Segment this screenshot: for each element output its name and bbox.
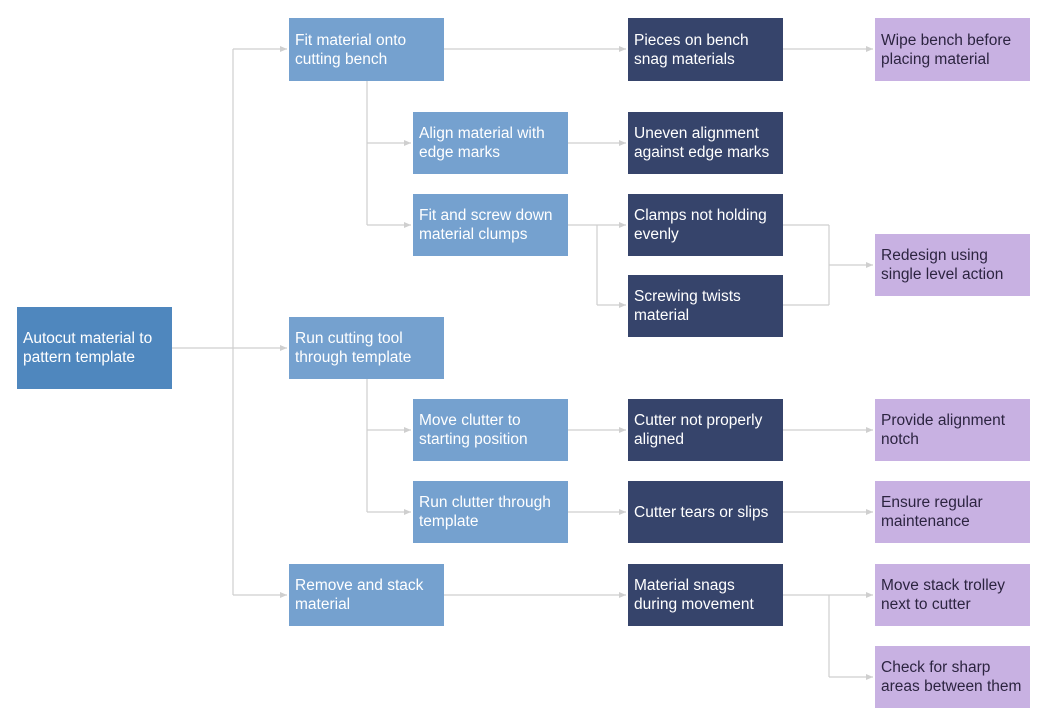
issue-material-snags: Material snags during movement [628, 564, 783, 626]
step-label: Fit material onto cutting bench [295, 31, 407, 68]
step-fit-material: Fit material onto cutting bench [289, 18, 444, 81]
issue-label: Clamps not holding evenly [634, 207, 767, 243]
substep-label: Align material with edge marks [419, 125, 545, 161]
issue-label: Pieces on bench snag materials [634, 31, 749, 68]
issue-uneven-alignment: Uneven alignment against edge marks [628, 112, 783, 174]
root-label: Autocut material to pattern template [23, 330, 153, 366]
step-remove-and-stack: Remove and stack material [289, 564, 444, 626]
step-label: Run cutting tool through template [295, 330, 412, 366]
fix-label: Move stack trolley next to cutter [881, 577, 1006, 613]
fix-redesign: Redesign using single level action [875, 234, 1030, 296]
step-run-cutting-tool: Run cutting tool through template [289, 317, 444, 379]
issue-clamps-not-holding: Clamps not holding evenly [628, 194, 783, 256]
fix-move-trolley: Move stack trolley next to cutter [875, 564, 1030, 626]
issue-label: Material snags during movement [634, 577, 754, 613]
fix-alignment-notch: Provide alignment notch [875, 399, 1030, 461]
issue-cutter-not-aligned: Cutter not properly aligned [628, 399, 783, 461]
issue-screwing-twists: Screwing twists material [628, 275, 783, 337]
substep-move-clutter: Move clutter to starting position [413, 399, 568, 461]
substep-label: Fit and screw down material clumps [419, 207, 553, 243]
substep-fit-and-screw: Fit and screw down material clumps [413, 194, 568, 256]
fix-wipe-bench: Wipe bench before placing material [875, 18, 1030, 81]
fix-label: Redesign using single level action [881, 247, 1004, 283]
fix-regular-maintenance: Ensure regular maintenance [875, 481, 1030, 543]
issue-pieces-on-bench: Pieces on bench snag materials [628, 18, 783, 81]
substep-align-material: Align material with edge marks [413, 112, 568, 174]
issue-label: Cutter tears or slips [634, 503, 769, 521]
root-node: Autocut material to pattern template [17, 307, 172, 389]
fix-label: Wipe bench before placing material [881, 31, 1012, 68]
substep-label: Move clutter to starting position [419, 412, 528, 448]
issue-label: Cutter not properly aligned [634, 412, 763, 448]
fix-check-sharp-areas: Check for sharp areas between them [875, 646, 1030, 708]
fix-label: Provide alignment notch [881, 412, 1006, 448]
issue-cutter-tears: Cutter tears or slips [628, 481, 783, 543]
step-label: Remove and stack material [295, 577, 424, 613]
substep-label: Run clutter through template [419, 494, 551, 530]
fix-label: Check for sharp areas between them [881, 659, 1022, 695]
issue-label: Uneven alignment against edge marks [634, 125, 770, 161]
substep-run-clutter: Run clutter through template [413, 481, 568, 543]
fix-label: Ensure regular maintenance [881, 494, 983, 530]
issue-label: Screwing twists material [634, 288, 741, 324]
